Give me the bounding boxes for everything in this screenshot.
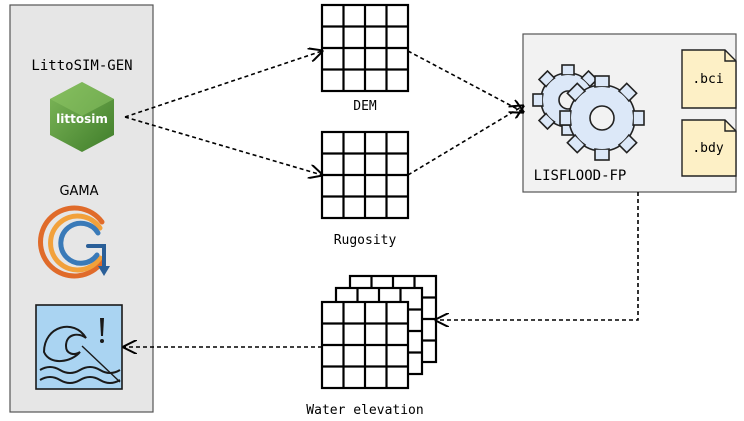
bdy-file-icon: .bdy (681, 119, 737, 177)
left-panel: LittoSIM-GEN littosim GAMA (9, 4, 154, 413)
bci-file-label: .bci (692, 72, 723, 87)
gear-icon (559, 75, 645, 161)
flow-arrows (124, 50, 639, 347)
bdy-file-label: .bdy (692, 141, 723, 156)
gama-logo-icon (38, 205, 110, 279)
arrow-lisflood-to-water (436, 192, 639, 320)
arrow-rugosity-to-lisflood (407, 106, 523, 176)
rugosity-label: Rugosity (334, 233, 397, 248)
water-elevation-label: Water elevation (306, 403, 423, 418)
dem-grid (320, 3, 410, 93)
dem-label: DEM (353, 99, 377, 114)
flood-wave-icon (35, 304, 123, 390)
littosim-logo-icon: littosim (50, 82, 114, 152)
arrow-littosim-to-rugosity (124, 116, 322, 175)
littosim-logo-text: littosim (56, 112, 108, 126)
littosim-gen-label: LittoSIM-GEN (31, 58, 132, 74)
water-grid-front (320, 300, 410, 390)
arrow-littosim-to-dem (124, 51, 322, 118)
rugosity-grid (320, 130, 410, 220)
lisflood-box: .bci .bdy LISFLOOD-FP (522, 33, 737, 193)
bci-file-icon: .bci (681, 49, 737, 109)
water-elevation-grids (320, 274, 438, 390)
gama-label: GAMA (59, 184, 98, 199)
lisflood-label: LISFLOOD-FP (534, 168, 627, 184)
arrow-dem-to-lisflood (407, 50, 523, 112)
